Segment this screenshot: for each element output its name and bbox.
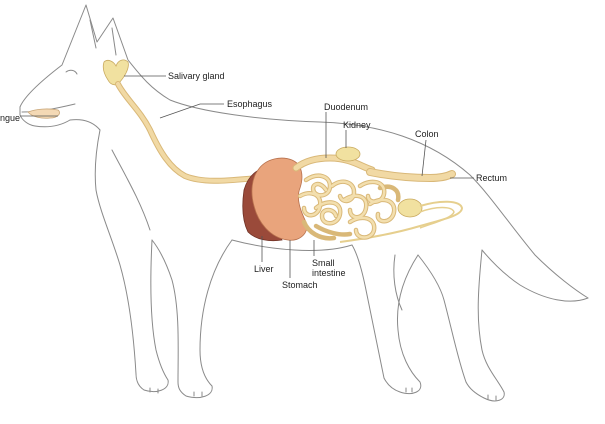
label-small-intestine-line1: Small: [312, 258, 335, 268]
label-kidney: Kidney: [343, 120, 371, 130]
label-stomach: Stomach: [282, 280, 318, 290]
label-rectum: Rectum: [476, 173, 507, 183]
salivary-gland-organ: [102, 59, 129, 86]
label-salivary-gland: Salivary gland: [168, 71, 225, 81]
label-colon: Colon: [415, 129, 439, 139]
label-tongue: ngue: [0, 113, 20, 123]
label-small-intestine-line2: intestine: [312, 268, 346, 278]
label-duodenum: Duodenum: [324, 102, 368, 112]
tongue-organ: [27, 108, 60, 119]
label-liver: Liver: [254, 264, 274, 274]
bladder-organ: [397, 198, 423, 218]
label-esophagus: Esophagus: [227, 99, 273, 109]
kidney-organ: [335, 146, 361, 162]
leader-lines: [20, 75, 474, 278]
